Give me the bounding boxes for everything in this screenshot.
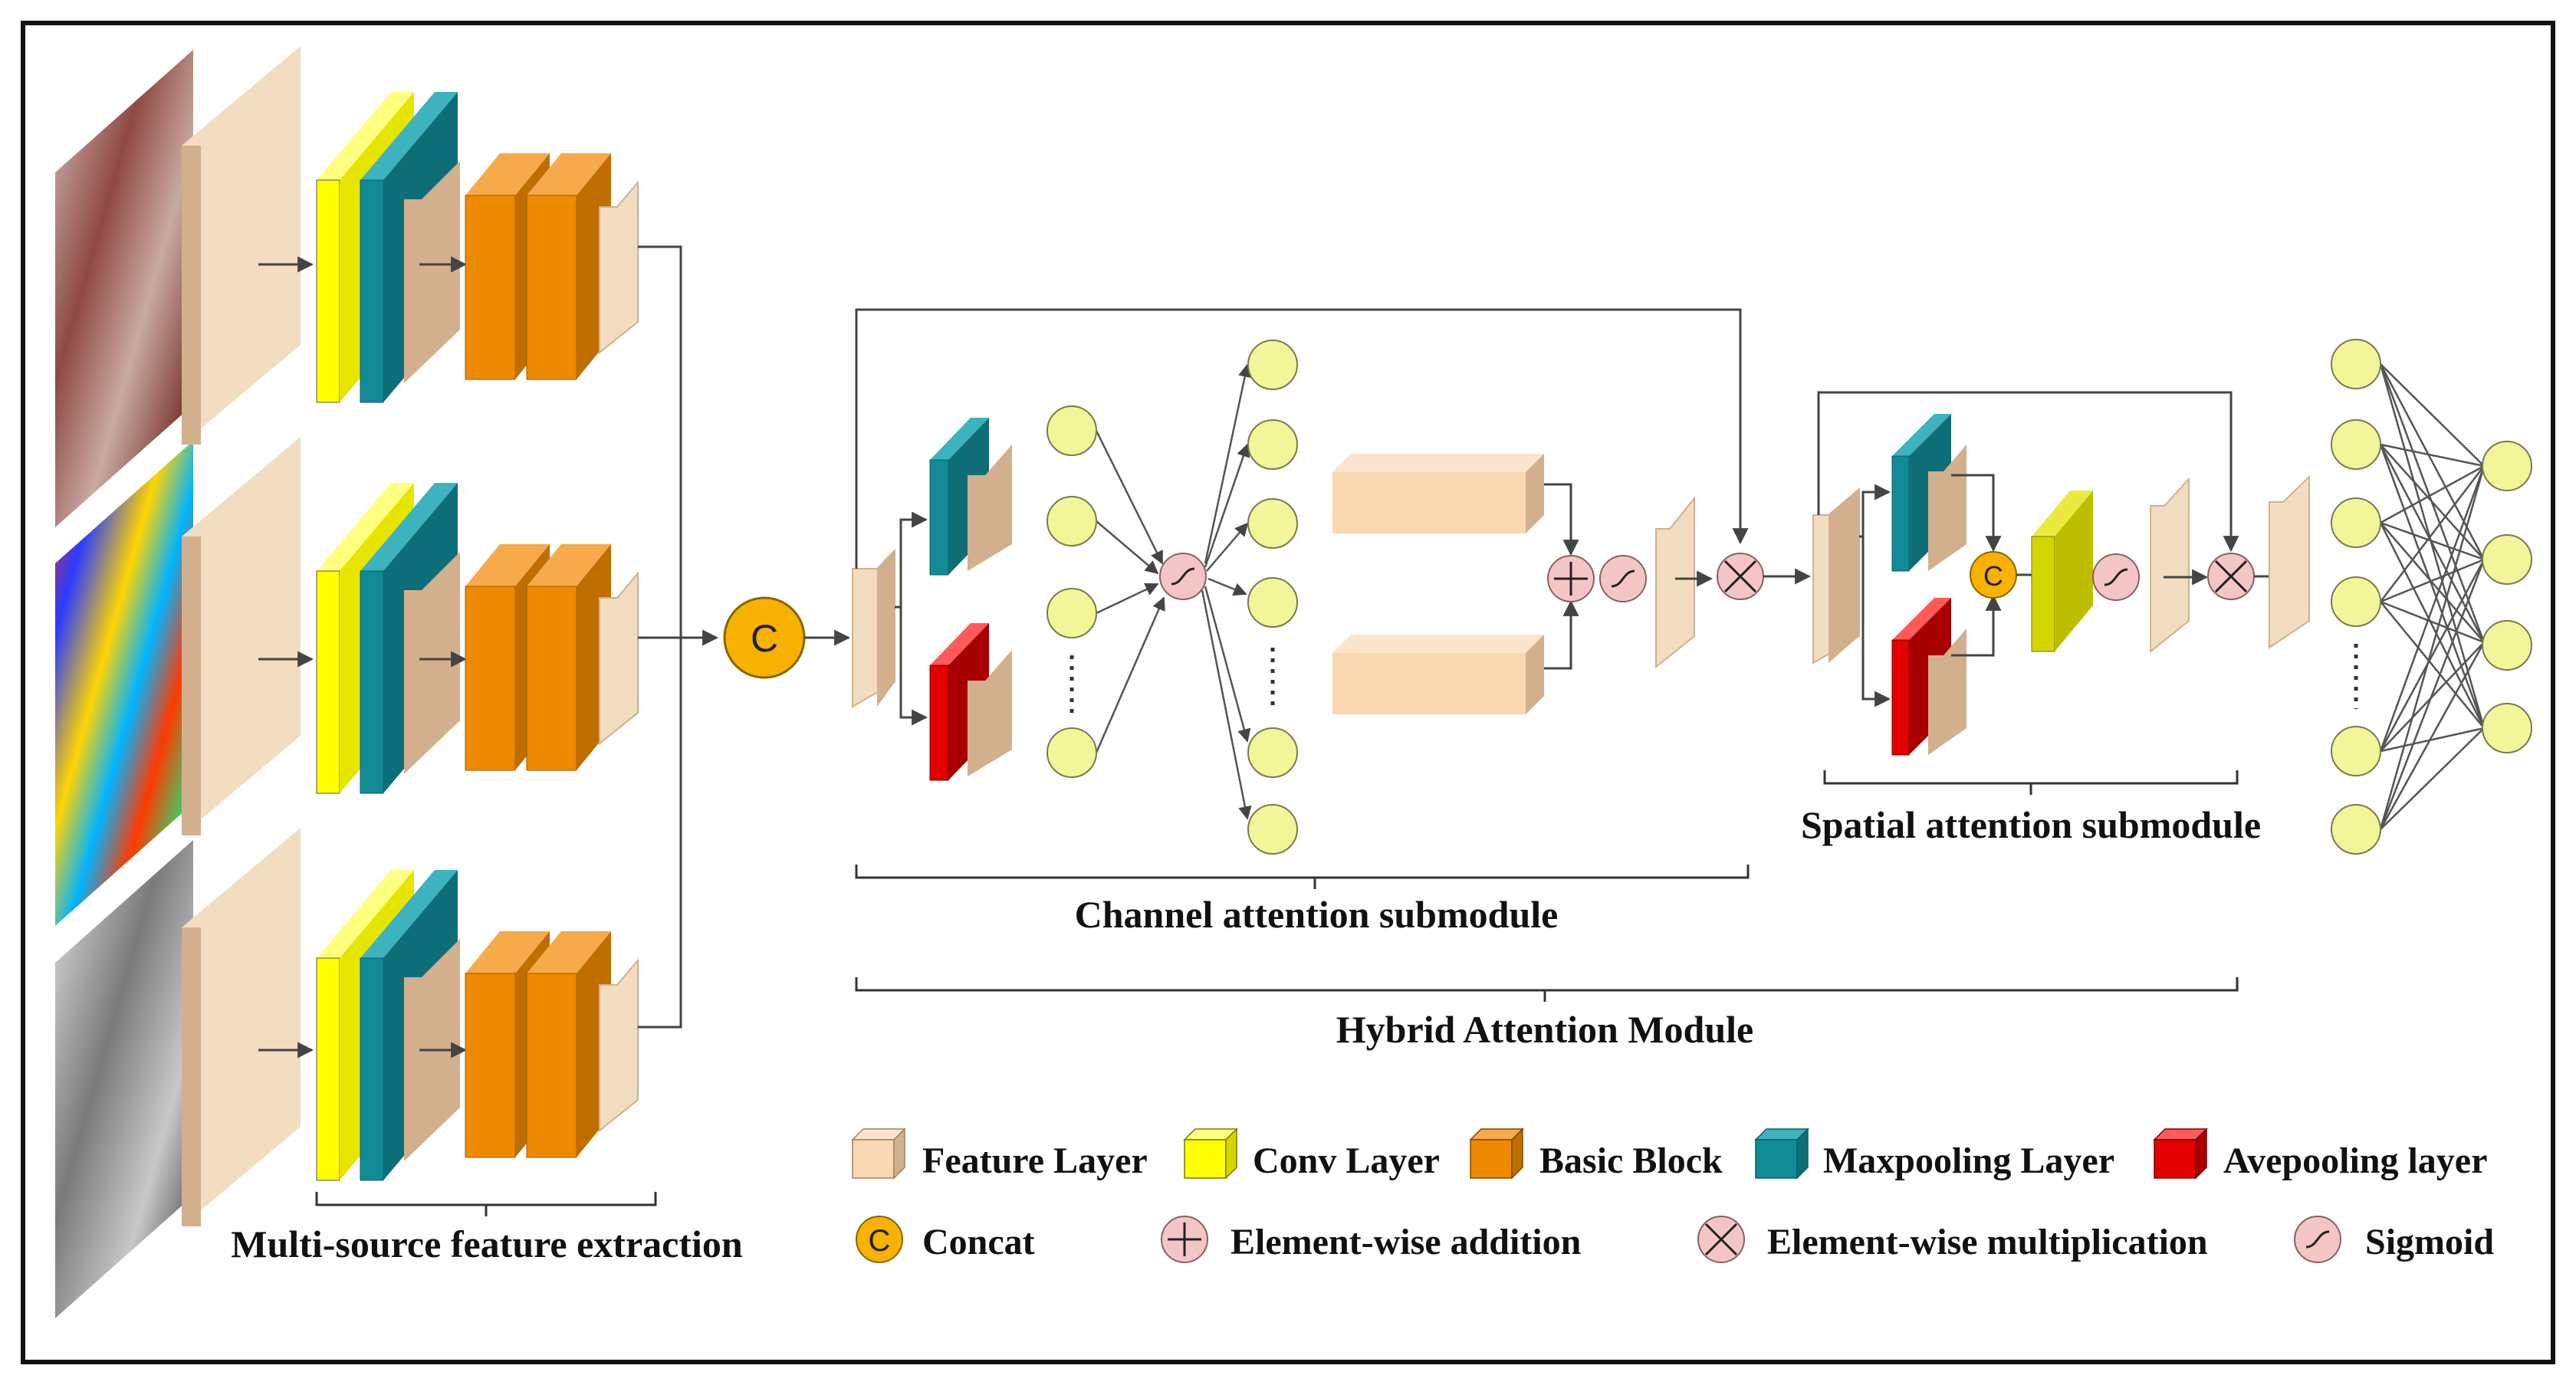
output-neuron — [2482, 441, 2532, 491]
concat-symbol: C — [751, 617, 778, 660]
conv-layer-3d — [316, 957, 340, 1181]
legend-item-avepooling-layer: Avepooling layer — [2153, 1127, 2487, 1181]
basic-block-3d — [465, 195, 516, 380]
basic-block-3d — [465, 973, 516, 1158]
neuron — [1247, 419, 1298, 470]
neuron — [2331, 419, 2381, 470]
neuron — [1247, 804, 1298, 855]
maxpooling-layer-3d — [929, 459, 949, 576]
legend-item-conv-layer: Conv Layer — [1183, 1127, 1440, 1181]
avepooling-layer-3d — [929, 665, 949, 781]
neuron — [2331, 804, 2381, 855]
terrain-image-input — [55, 50, 193, 527]
avepooling-layer-3d — [1891, 639, 1910, 756]
output-neuron — [2482, 703, 2532, 753]
feature-block-max — [1332, 472, 1526, 533]
branch-bottom — [182, 828, 639, 1226]
legend: Feature Layer Conv Layer Basic Block Max… — [851, 1127, 2494, 1263]
conv-layer-3d — [316, 179, 340, 403]
branch-top — [182, 46, 639, 445]
neuron — [1046, 405, 1097, 456]
legend-item-sigmoid: Sigmoid — [2294, 1216, 2494, 1263]
channel-attention-label: Channel attention submodule — [1075, 893, 1559, 936]
basic-block-3d — [526, 973, 577, 1158]
channel-attention-submodule — [852, 308, 1812, 855]
neuron — [2331, 576, 2381, 627]
feature-layer-3d — [182, 828, 301, 1226]
sigmoid-icon — [1171, 567, 1195, 586]
legend-item-element-wise-multiplication: Element-wise multiplication — [1697, 1216, 2208, 1263]
feature-block-avg — [1332, 653, 1526, 714]
channel-mlp — [1095, 363, 1252, 820]
basic-block-3d — [526, 586, 577, 771]
feature-layer-3d — [182, 437, 301, 835]
conv-layer-3d — [316, 570, 340, 794]
maxpooling-layer-3d — [360, 570, 384, 794]
neuron — [1247, 727, 1298, 778]
neuron — [1046, 496, 1097, 546]
neuron — [1247, 577, 1298, 628]
output-neuron — [2482, 534, 2532, 585]
concat-symbol-small: C — [1983, 560, 2003, 592]
branch-connectors — [638, 245, 719, 1029]
multi-source-label: Multi-source feature extraction — [231, 1223, 743, 1265]
neuron — [1046, 588, 1097, 638]
maxpooling-layer-3d — [360, 179, 384, 403]
feature-layer-3d — [2150, 477, 2190, 654]
branch-middle — [182, 437, 639, 835]
channel-attention-brace — [855, 865, 1750, 879]
spatial-attention-label: Spatial attention submodule — [1801, 803, 2261, 846]
maxpooling-layer-3d — [1891, 455, 1910, 572]
neuron — [2331, 726, 2381, 776]
hybrid-attention-label: Hybrid Attention Module — [1336, 1008, 1753, 1051]
spatial-conv-layer-3d — [2031, 536, 2055, 652]
spatial-attention-submodule: C — [1812, 391, 2310, 756]
legend-item-feature-layer: Feature Layer — [851, 1127, 1148, 1181]
legend-item-element-wise-addition: Element-wise addition — [1161, 1216, 1581, 1263]
output-neuron — [2482, 620, 2532, 671]
input-images — [55, 50, 193, 1318]
legend-label-conv-layer: Conv Layer — [1253, 1140, 1440, 1181]
sigmoid-icon — [1611, 569, 1635, 588]
fully-connected-classifier — [2331, 339, 2532, 855]
neuron — [1247, 340, 1298, 390]
neuron — [1247, 498, 1298, 549]
heatmap-image-input — [55, 441, 193, 926]
feature-layer-3d — [2269, 474, 2310, 649]
legend-label-concat: Concat — [922, 1222, 1035, 1262]
sigmoid-icon — [2305, 1230, 2330, 1249]
feature-extraction-branches — [182, 46, 639, 1226]
legend-label-maxpooling-layer: Maxpooling Layer — [1823, 1140, 2114, 1181]
dem-image-input — [55, 840, 193, 1318]
legend-item-maxpooling-layer: Maxpooling Layer — [1754, 1127, 2114, 1181]
neuron — [1046, 727, 1097, 778]
legend-label-sigmoid: Sigmoid — [2365, 1222, 2494, 1262]
legend-label-element-wise-multiplication: Element-wise multiplication — [1767, 1222, 2208, 1262]
hybrid-attention-brace — [855, 977, 2239, 992]
legend-label-feature-layer: Feature Layer — [922, 1140, 1148, 1181]
legend-item-basic-block: Basic Block — [1469, 1127, 1723, 1181]
legend-item-concat: C Concat — [856, 1216, 1035, 1263]
basic-block-3d — [526, 195, 577, 380]
legend-concat-symbol: C — [869, 1224, 891, 1258]
legend-label-element-wise-addition: Element-wise addition — [1230, 1222, 1581, 1262]
legend-label-basic-block: Basic Block — [1539, 1140, 1723, 1181]
feature-layer-3d — [182, 46, 301, 445]
maxpooling-layer-3d — [360, 957, 384, 1181]
basic-block-3d — [465, 586, 516, 771]
sigmoid-icon — [2104, 568, 2128, 586]
feature-layer-3d — [1655, 496, 1695, 669]
neuron — [2331, 339, 2381, 389]
legend-label-avepooling-layer: Avepooling layer — [2223, 1140, 2487, 1181]
neuron — [2331, 497, 2381, 548]
